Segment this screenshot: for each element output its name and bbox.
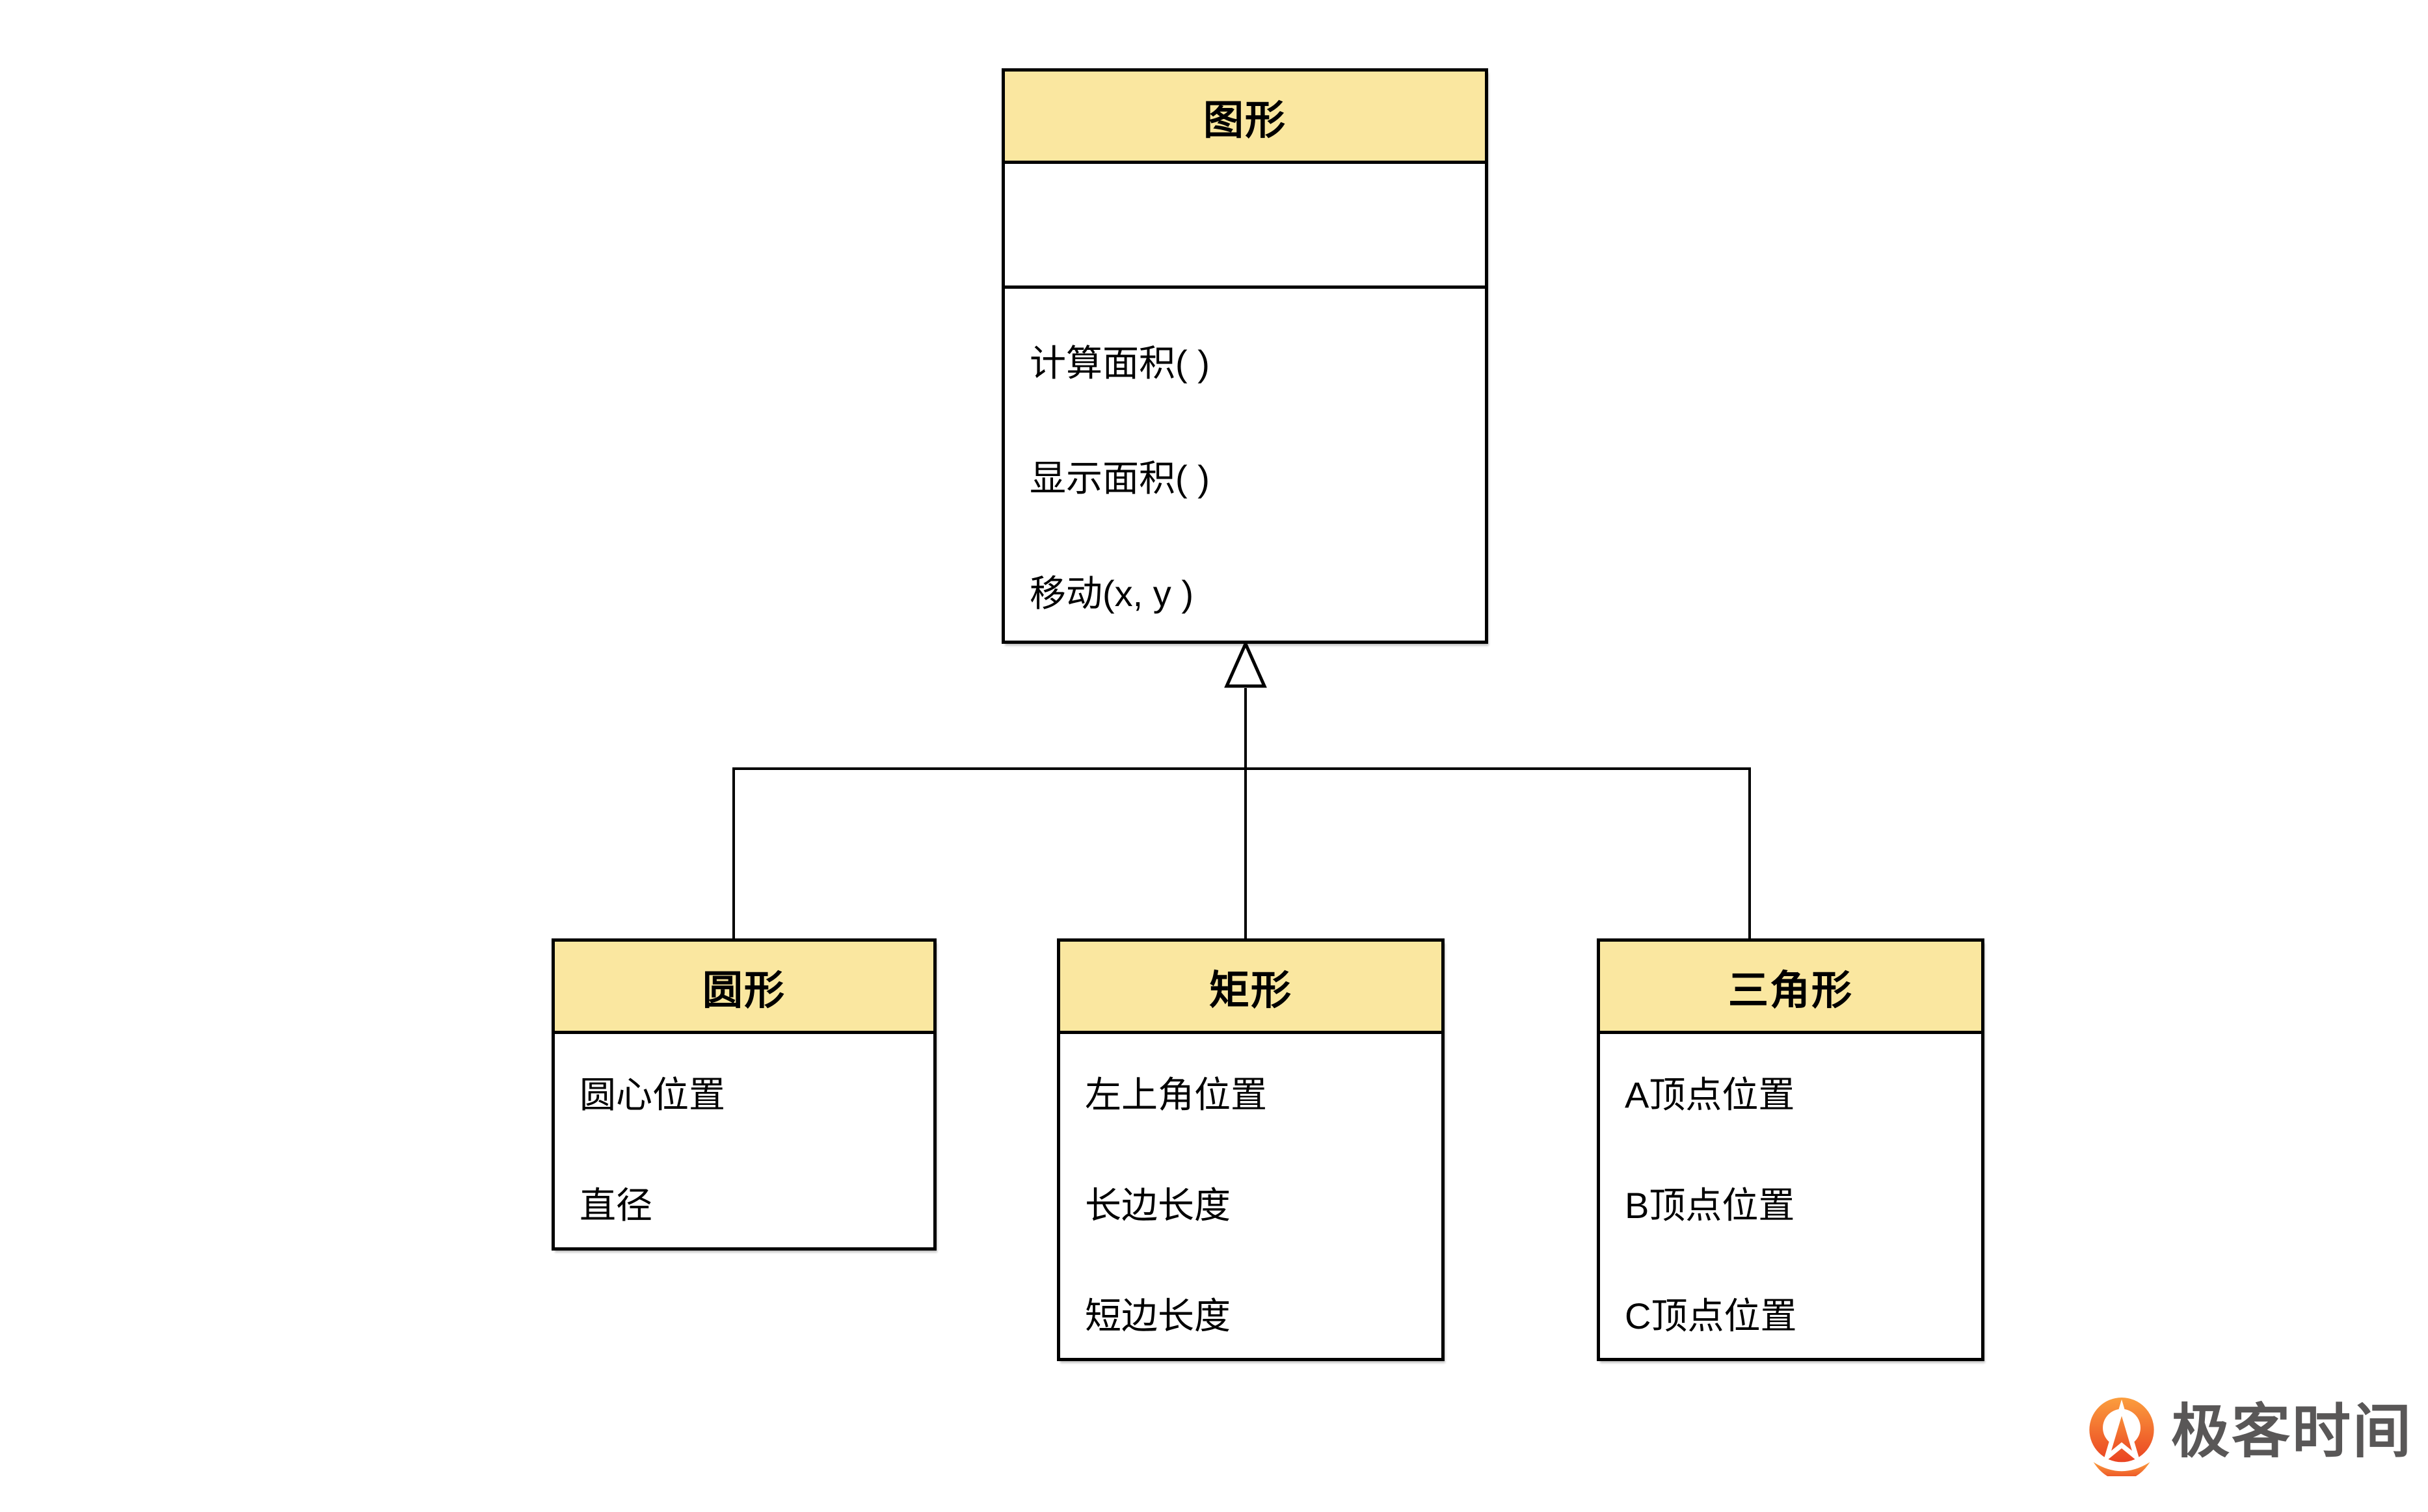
class-box-circle[interactable]: 圆形 圆心位置 直径 [552,938,937,1251]
circle-attribute-item: 直径 [580,1184,652,1226]
class-title-triangle: 三角形 [1600,942,1981,1034]
inheritance-triangle-icon [1224,641,1267,688]
rectangle-attribute-item: 短边长度 [1085,1295,1231,1336]
connector-parent-stem [1244,688,1247,938]
shape-method-item: 计算面积( ) [1030,343,1210,384]
rectangle-attribute-item: 长边长度 [1085,1184,1231,1226]
class-box-triangle[interactable]: 三角形 A顶点位置 B顶点位置 C顶点位置 [1597,938,1984,1361]
shape-method-item: 移动(x, y ) [1030,573,1194,614]
geektime-logo-text: 极客时间 [2171,1399,2413,1465]
shape-method-item: 显示面积( ) [1030,458,1210,499]
class-box-shape[interactable]: 图形 计算面积( ) 显示面积( ) 移动(x, y ) [1002,68,1488,644]
geektime-logo: 极客时间 [2085,1397,2413,1476]
circle-attribute-item: 圆心位置 [580,1074,725,1115]
connector-horizontal-bus [732,767,1751,770]
connector-drop-triangle [1748,769,1751,940]
connector-drop-circle [732,769,735,940]
class-title-rectangle: 矩形 [1060,942,1441,1034]
class-box-rectangle[interactable]: 矩形 左上角位置 长边长度 短边长度 [1057,938,1445,1361]
triangle-attributes-section: A顶点位置 B顶点位置 C顶点位置 [1600,1034,1981,1368]
triangle-attribute-item: A顶点位置 [1625,1074,1795,1115]
shape-methods-section: 计算面积( ) 显示面积( ) 移动(x, y ) [1005,289,1485,648]
shape-attributes-section-empty [1005,164,1485,289]
class-title-circle: 圆形 [555,942,933,1034]
geektime-logo-icon [2089,1398,2154,1476]
rectangle-attributes-section: 左上角位置 长边长度 短边长度 [1060,1034,1441,1368]
class-title-shape: 图形 [1005,72,1485,164]
rectangle-attribute-item: 左上角位置 [1085,1074,1267,1115]
triangle-attribute-item: B顶点位置 [1625,1184,1795,1226]
circle-attributes-section: 圆心位置 直径 [555,1034,933,1258]
triangle-attribute-item: C顶点位置 [1625,1295,1797,1336]
